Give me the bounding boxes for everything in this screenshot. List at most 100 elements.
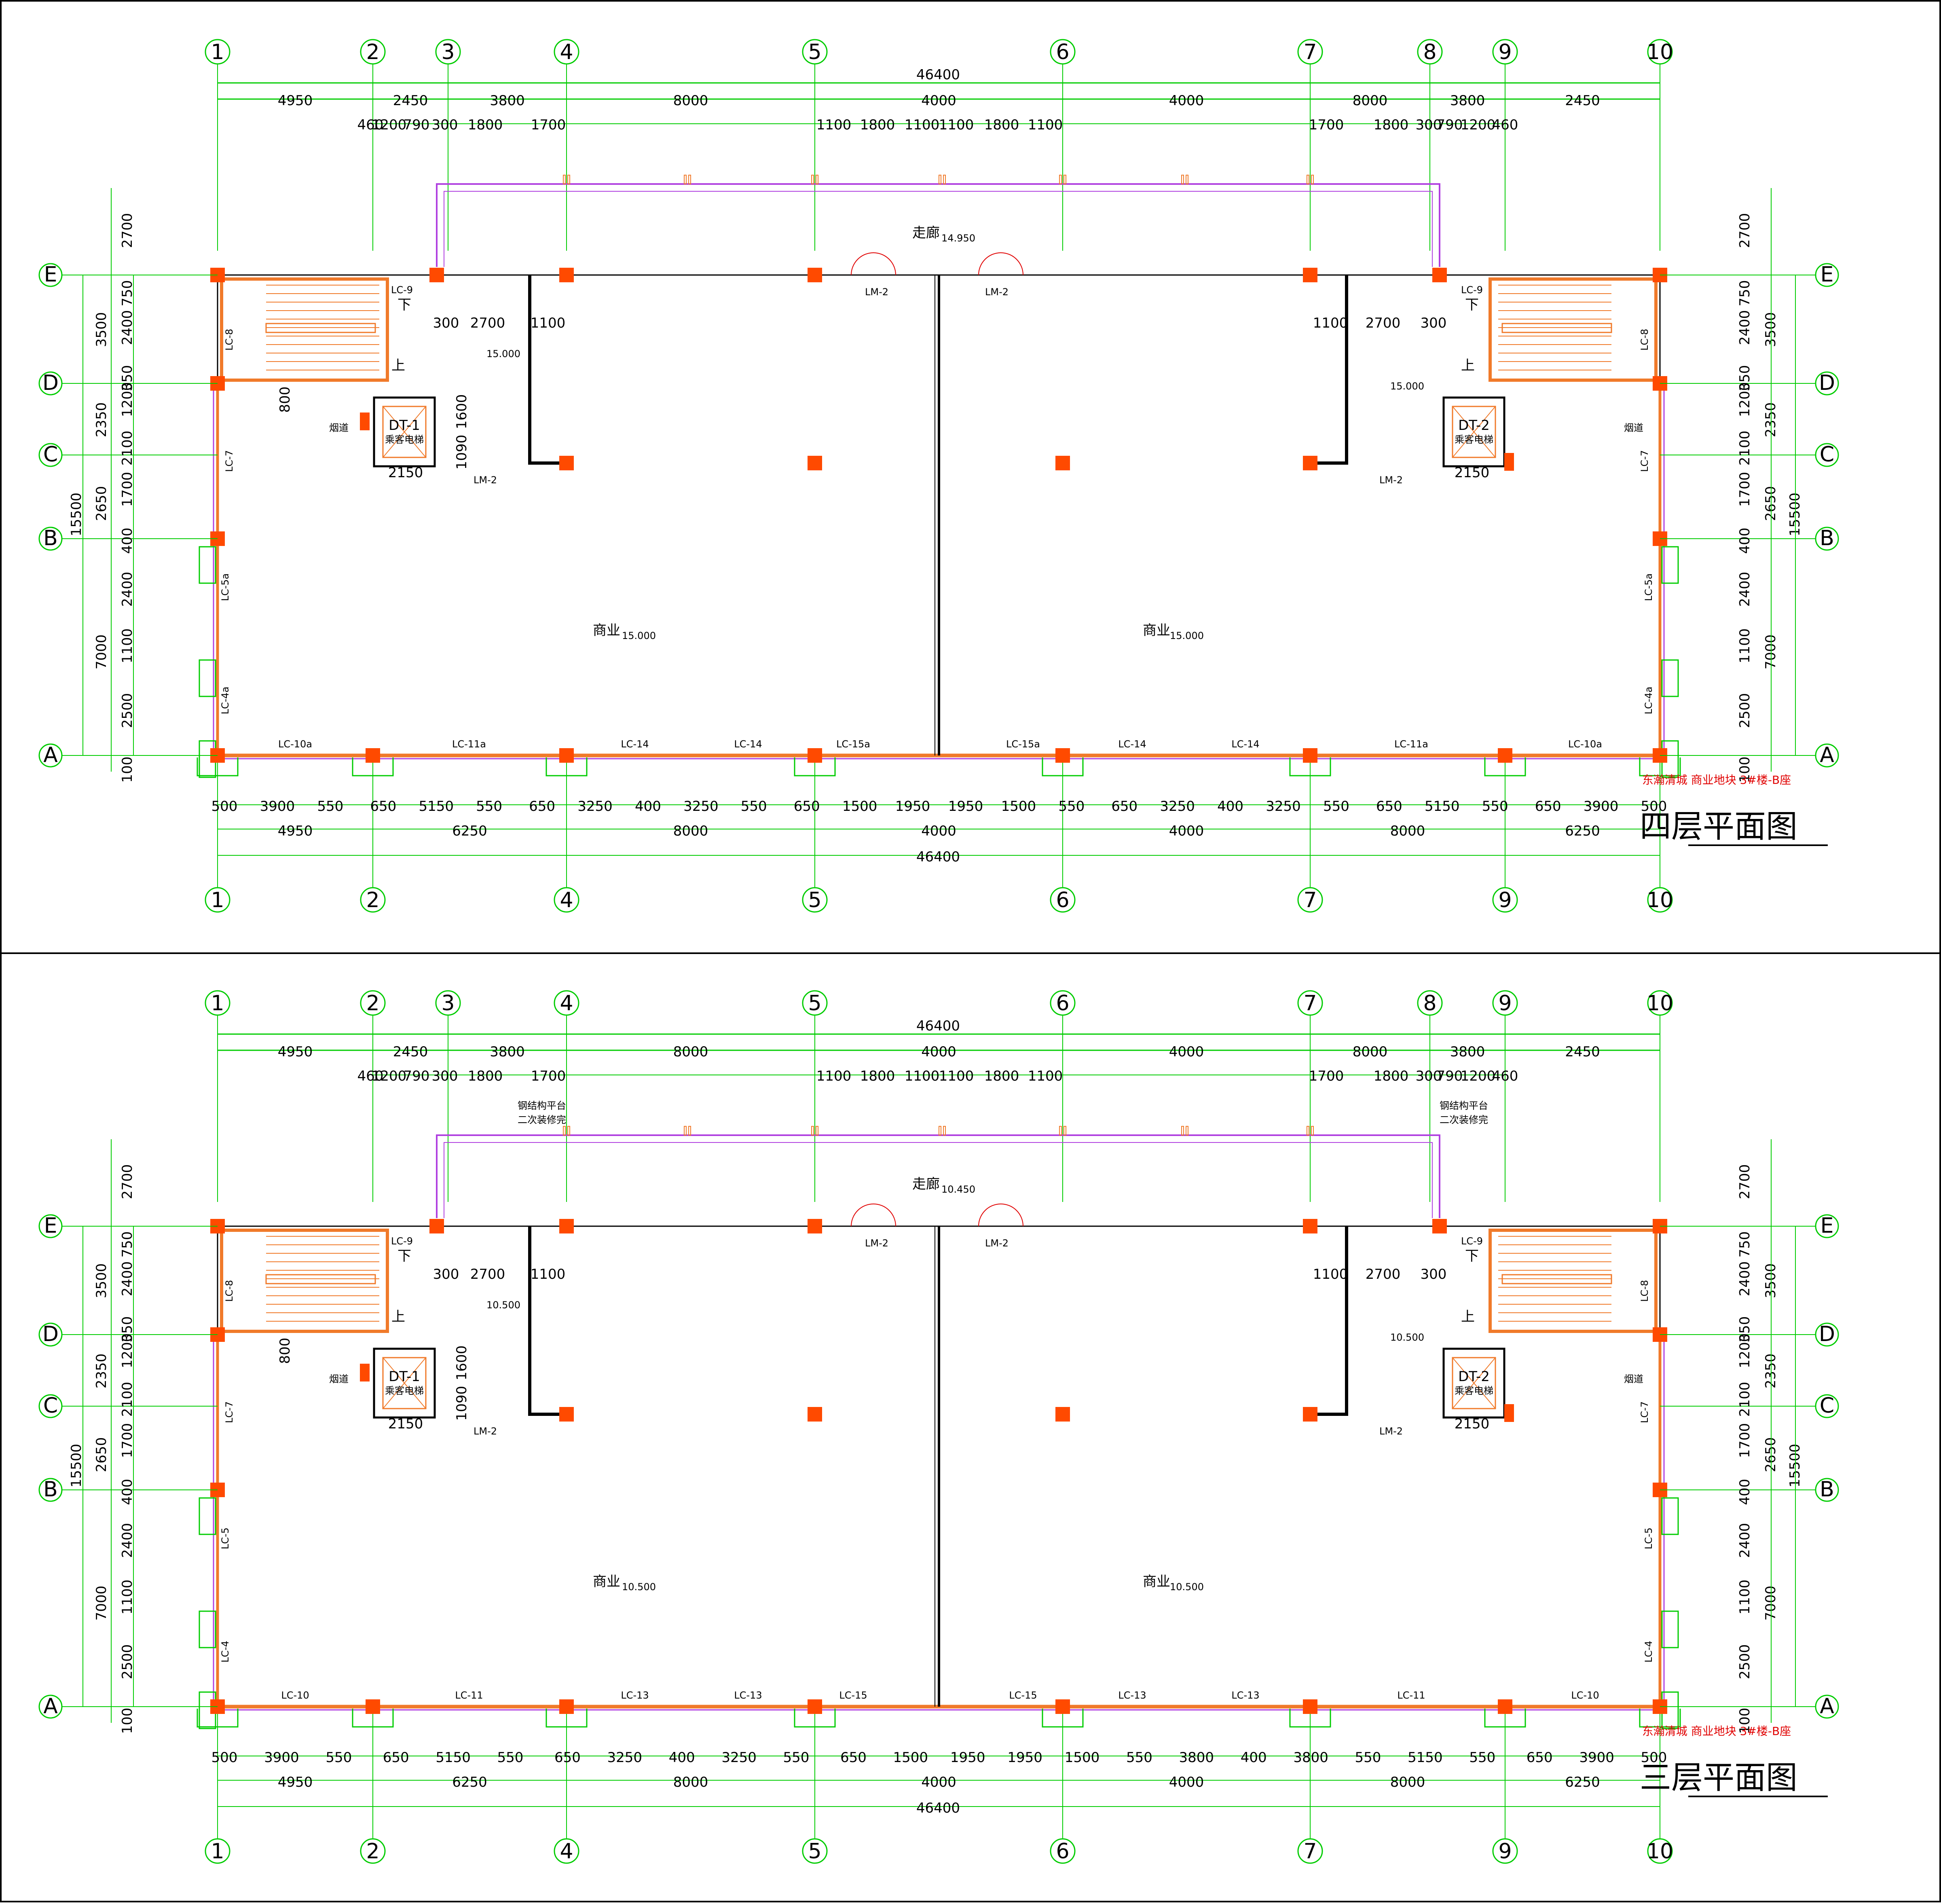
dim-sub-left: 1800: [468, 117, 503, 133]
dim-left: 2400: [119, 572, 135, 607]
door-swing: [1000, 252, 1023, 275]
axis-label-top: 9: [1498, 991, 1512, 1015]
side-pilaster-left: [199, 1610, 216, 1648]
structural-column: [1303, 1699, 1317, 1714]
axis-label-top: 10: [1647, 40, 1673, 64]
dim-bottom-axes: 8000: [1390, 823, 1425, 839]
dim-bottom-axes: 6250: [1565, 1774, 1600, 1790]
axis-label-bottom: 7: [1303, 888, 1317, 912]
shaft-column: [360, 413, 370, 430]
dim-right: 100: [1737, 1708, 1753, 1734]
shop-label-left: 商业: [593, 622, 620, 639]
window-label-side: LC-8: [1639, 329, 1650, 351]
dim-sub-mid: 1100: [1028, 117, 1063, 133]
dim-left: 2400: [119, 1523, 135, 1558]
dim-bottom-detail: 1950: [948, 798, 983, 814]
dim-bottom-detail: 3900: [264, 1750, 299, 1766]
window-label: LC-14: [621, 738, 649, 750]
dim-top: 4000: [1169, 1044, 1204, 1060]
elevator-shaft: [373, 396, 436, 468]
elevator-id: DT-2: [1458, 417, 1490, 434]
dim-bottom-detail: 550: [317, 798, 343, 814]
shop-label-right: 商业: [1143, 1574, 1170, 1590]
dim-bottom-detail: 400: [635, 798, 661, 814]
dim-bottom-detail: 550: [1126, 1750, 1152, 1766]
dim-bottom-detail: 1500: [842, 798, 877, 814]
dim-top: 2450: [393, 93, 428, 109]
dim-bottom-detail: 3800: [1179, 1750, 1214, 1766]
corridor-label: 走廊: [912, 225, 940, 241]
axis-label-top: 1: [211, 40, 224, 64]
drain-pipe: [1311, 175, 1314, 184]
dim-sub-mid: 1100: [939, 117, 974, 133]
corridor-elevation: 10.450: [941, 1184, 975, 1195]
dim-bottom-detail: 550: [1058, 798, 1085, 814]
dim-sub-right: 300: [1416, 1068, 1442, 1084]
side-pilaster-right: [1661, 1497, 1679, 1535]
dim-bottom-detail: 550: [1355, 1750, 1381, 1766]
side-pilaster-right: [1661, 546, 1679, 584]
note-finish: 二次装修完: [1440, 1114, 1488, 1125]
window-label: LC-10a: [1568, 738, 1602, 750]
dim-right: 750: [1737, 280, 1753, 307]
dim-bottom-detail: 650: [529, 798, 555, 814]
dim-top: 2450: [1565, 93, 1600, 109]
dim-bottom-axes: 4000: [921, 1774, 956, 1790]
door-swing: [873, 1204, 896, 1227]
dim-top: 8000: [1353, 93, 1388, 109]
dim-left-total: 15500: [68, 493, 85, 536]
dim-bottom-detail: 5150: [436, 1750, 471, 1766]
structural-column: [1055, 1699, 1070, 1714]
structural-column: [808, 268, 822, 282]
dim-right: 350: [1737, 365, 1753, 391]
window-label: LC-15: [839, 1690, 867, 1701]
dim-bottom-axes: 4000: [1169, 823, 1204, 839]
axis-label-bottom: 2: [366, 888, 379, 912]
door-label-lm2: LM-2: [865, 286, 888, 298]
dim-bottom-detail: 400: [1241, 1750, 1267, 1766]
dim-left-group: 7000: [93, 1586, 110, 1621]
window-label: LC-14: [1118, 738, 1146, 750]
window-label-side: LC-4a: [220, 687, 231, 715]
dim-bottom-detail: 550: [497, 1750, 524, 1766]
dim-top: 4000: [921, 93, 956, 109]
elevator-car: [382, 406, 427, 458]
dim-sub-mid: 1800: [860, 117, 895, 133]
dim-top: 4950: [278, 1044, 313, 1060]
dim-left: 100: [119, 757, 135, 783]
dim-left: 400: [119, 528, 135, 554]
dim-bottom-detail: 3250: [1266, 798, 1301, 814]
axis-label-top: 10: [1647, 991, 1673, 1015]
pilaster: [1484, 1709, 1526, 1728]
window-label: LC-14: [734, 738, 762, 750]
window-label-side: LC-8: [224, 329, 235, 351]
dim-top: 4000: [1169, 93, 1204, 109]
dim-300: 300: [1421, 315, 1447, 331]
floor-elevation-left: 15.000: [486, 348, 520, 360]
elevator-id: DT-1: [389, 1369, 420, 1385]
window-label-side: LC-4: [220, 1641, 231, 1663]
dim-800: 800: [277, 1338, 293, 1364]
stair-landing-rail: [265, 323, 376, 333]
dim-sub-right: 1200: [1461, 117, 1496, 133]
structural-column: [366, 748, 380, 763]
structural-column: [429, 1219, 444, 1233]
window-label-side: LC-7: [1639, 450, 1650, 472]
window-label: LC-13: [734, 1690, 762, 1701]
door-label-lm2: LM-2: [474, 1426, 497, 1437]
structural-column: [1498, 748, 1512, 763]
door-label-lm2: LM-2: [985, 1238, 1009, 1249]
axis-label-top: 4: [560, 40, 573, 64]
dim-bottom-detail: 550: [1323, 798, 1349, 814]
shop-elevation-left: 10.500: [622, 1581, 656, 1593]
elevator-car: [1452, 406, 1496, 458]
pilaster: [352, 1709, 394, 1728]
dim-bottom-axes: 4000: [1169, 1774, 1204, 1790]
axis-label-top: 9: [1498, 40, 1512, 64]
row-label-right: A: [1820, 743, 1834, 767]
dim-300: 300: [1421, 1266, 1447, 1282]
dim-left: 750: [119, 1231, 135, 1258]
dim-bottom-detail: 650: [370, 798, 396, 814]
dim-bottom-detail: 650: [840, 1750, 867, 1766]
